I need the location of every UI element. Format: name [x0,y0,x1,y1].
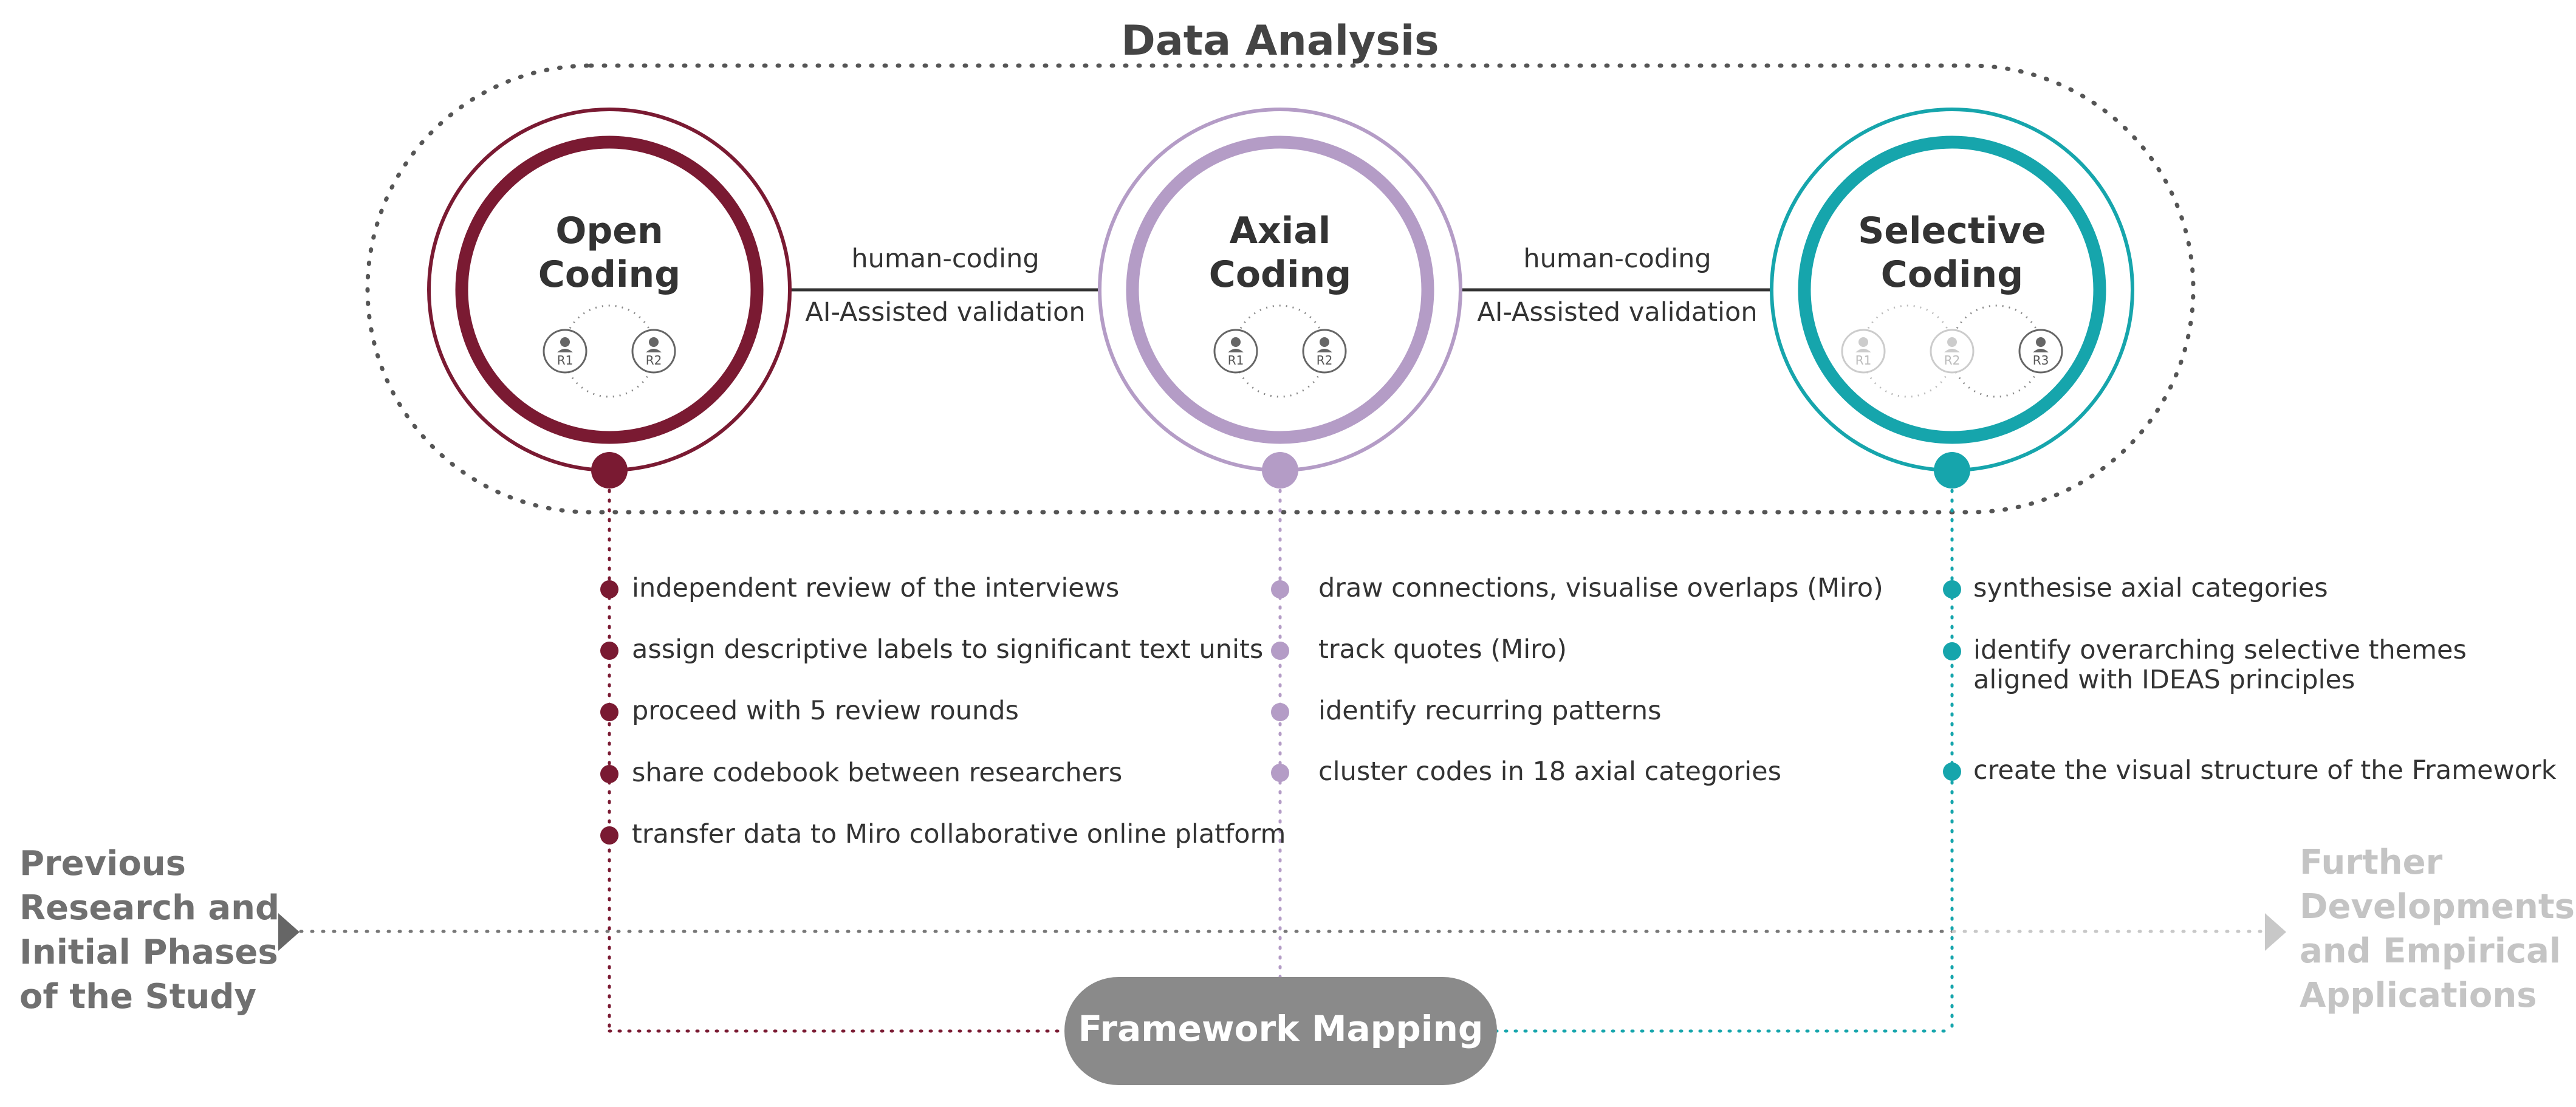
bullet-dot [1271,642,1289,660]
bullet-dot [1271,703,1289,721]
selective-researcher-r3: R3 [2018,329,2063,374]
open-step-2: assign descriptive labels to significant… [632,634,1263,665]
selective-researcher-r2: R2 [1930,329,1975,374]
svg-text:and Empirical: and Empirical [2300,931,2561,971]
svg-text:R1: R1 [1855,353,1872,368]
bullet-dot [1943,580,1961,598]
bullet-dot [1943,763,1961,781]
selective-step-3: create the visual structure of the Frame… [1973,755,2557,786]
svg-text:R2: R2 [1317,353,1333,368]
connector-1-bottom-label: AI-Assisted validation [805,297,1085,327]
axial-step-4: cluster codes in 18 axial categories [1318,756,1781,787]
svg-text:R2: R2 [646,353,662,368]
timeline-start-arrow-icon [278,913,300,951]
timeline-end-arrow-icon [2265,913,2286,951]
axial-coding-steps: draw connections, visualise overlaps (Mi… [1271,573,1883,787]
open-researcher-r2: R2 [631,329,676,374]
svg-text:Developments: Developments [2300,887,2575,927]
person-icon [1320,337,1329,347]
svg-text:Further: Further [2300,843,2443,882]
person-icon [2036,337,2046,347]
svg-text:R2: R2 [1944,353,1961,368]
selective-coding-title-line1: Selective [1858,210,2046,252]
open-step-4: share codebook between researchers [632,758,1122,788]
selective-coding-node: Selective Coding R1 R2 R3 [1770,108,2134,488]
open-coding-title-line1: Open [555,210,663,252]
svg-text:Applications: Applications [2300,976,2537,1015]
svg-text:Initial Phases: Initial Phases [19,933,278,972]
svg-text:of the Study: of the Study [19,977,256,1016]
open-coding-steps: independent review of the interviews ass… [600,573,1286,849]
axial-researcher-r2: R2 [1302,329,1347,374]
svg-text:Previous: Previous [19,844,186,883]
person-icon [1231,337,1241,347]
connector-2-bottom-label: AI-Assisted validation [1477,297,1757,327]
axial-coding-title-line1: Axial [1230,210,1331,252]
bullet-dot [1271,580,1289,598]
data-analysis-boundary [365,63,2196,515]
selective-step-1: synthesise axial categories [1973,573,2328,603]
bullet-dot [1271,764,1289,782]
selective-coding-title-line2: Coding [1881,253,2023,296]
connector-1-top-label: human-coding [851,244,1039,274]
bullet-dot [600,826,618,845]
axial-step-3: identify recurring patterns [1318,696,1662,726]
axial-step-1: draw connections, visualise overlaps (Mi… [1318,573,1883,603]
svg-text:Research and: Research and [19,888,279,928]
axial-coding-anchor-dot [1262,452,1298,488]
open-coding-anchor-dot [591,452,628,488]
connector-2-top-label: human-coding [1523,244,1711,274]
person-icon [649,337,659,347]
svg-text:R1: R1 [557,353,574,368]
open-step-5: transfer data to Miro collaborative onli… [632,819,1286,849]
bullet-dot [600,765,618,783]
framework-mapping-pill: Framework Mapping [1064,977,1497,1085]
selective-coding-steps: synthesise axial categories identify ove… [1943,573,2557,786]
axial-coding-node: Axial Coding R1 R2 [1098,108,1462,488]
person-icon [560,337,570,347]
person-icon [1947,337,1957,347]
bullet-dot [1943,642,1961,660]
diagram-title: Data Analysis [1121,17,1439,65]
svg-text:R3: R3 [2033,353,2049,368]
selective-coding-anchor-dot [1934,452,1970,488]
open-coding-title-line2: Coding [538,253,680,296]
further-developments-label: Further Developments and Empirical Appli… [2300,843,2575,1015]
axial-researcher-r1: R1 [1213,329,1258,374]
selective-researcher-r1: R1 [1841,329,1886,374]
framework-mapping-label: Framework Mapping [1078,1008,1484,1049]
axial-step-2: track quotes (Miro) [1318,634,1567,665]
axial-coding-title-line2: Coding [1209,253,1351,296]
bullet-dot [600,703,618,721]
selective-step-2-continued: aligned with IDEAS principles [1973,665,2355,695]
bullet-dot [600,642,618,660]
open-step-3: proceed with 5 review rounds [632,696,1019,726]
previous-research-label: Previous Research and Initial Phases of … [19,844,279,1016]
bullet-dot [600,580,618,598]
open-researcher-r1: R1 [543,329,587,374]
person-icon [1858,337,1868,347]
open-step-1: independent review of the interviews [632,573,1119,603]
selective-step-2: identify overarching selective themes [1973,635,2467,665]
svg-text:R1: R1 [1228,353,1244,368]
open-coding-node: Open Coding R1 R2 [427,108,792,488]
